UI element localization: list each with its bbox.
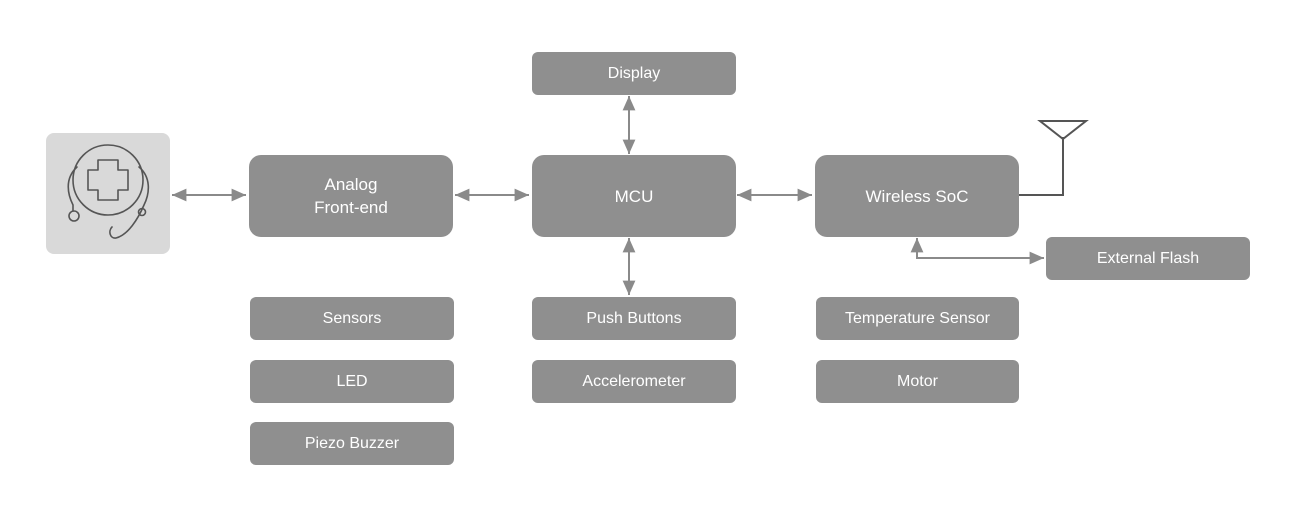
sensors-block: Sensors (250, 297, 454, 340)
temperature-sensor-block: Temperature Sensor (816, 297, 1019, 340)
motor-block: Motor (816, 360, 1019, 403)
led-block: LED (250, 360, 454, 403)
accelerometer-block: Accelerometer (532, 360, 736, 403)
mcu-block: MCU (532, 155, 736, 237)
medical-icon-tile (46, 133, 170, 254)
wireless-soc-block: Wireless SoC (815, 155, 1019, 237)
piezo-buzzer-block: Piezo Buzzer (250, 422, 454, 465)
antenna-icon (1019, 120, 1089, 196)
connector-wireless-flash (910, 238, 1044, 265)
analog-front-end-block: Analog Front-end (249, 155, 453, 237)
push-buttons-block: Push Buttons (532, 297, 736, 340)
display-block: Display (532, 52, 736, 95)
external-flash-block: External Flash (1046, 237, 1250, 280)
medical-stethoscope-icon (67, 144, 150, 239)
